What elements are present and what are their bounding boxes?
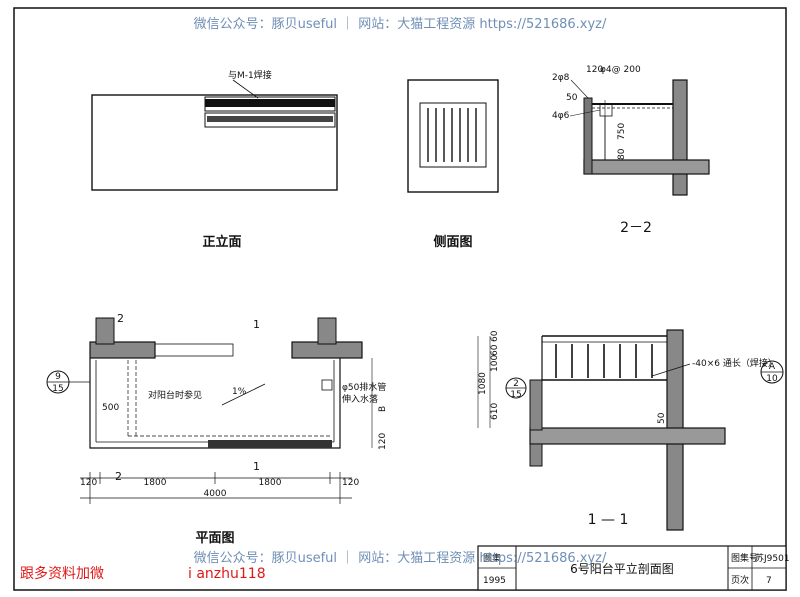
plan-dim-mid1: 1800 xyxy=(144,478,167,488)
plan-drain2: 伸入水落 xyxy=(342,393,378,405)
title-atlas-label: 图集号 xyxy=(731,552,758,564)
sec11-h-c: 60 xyxy=(490,344,500,356)
watermark-bottom: 微信公众号：豚贝useful ｜ 网站：大猫工程资源 https://52168… xyxy=(194,551,607,566)
plan-cut1-top: 1 xyxy=(253,318,260,331)
side-view xyxy=(407,79,499,193)
plan-ref-top: 9 xyxy=(55,372,61,382)
plan-dim-total: 4000 xyxy=(204,489,227,499)
sec22-bar-top: 120 xyxy=(586,65,603,75)
plan-dim-120-side: 120 xyxy=(378,433,388,450)
plan-dim-500: 500 xyxy=(102,403,119,413)
sec11-dim-50: 50 xyxy=(657,412,667,424)
plan-dim-mid2: 1800 xyxy=(259,478,282,488)
plan-ref-bot: 15 xyxy=(52,384,63,394)
side-title: 侧面图 xyxy=(433,234,472,250)
title-year: 1995 xyxy=(483,576,506,586)
sheet-border xyxy=(13,7,787,591)
sec22-h-a: 50 xyxy=(566,93,578,103)
promo-right: i anzhu118 xyxy=(188,566,266,582)
sec22-rebar-top: φ4@ 200 xyxy=(600,65,641,75)
plan-title: 平面图 xyxy=(195,531,234,546)
plan-slope: 1% xyxy=(232,387,247,397)
title-year-label: 图集 xyxy=(483,552,501,564)
plan-cut2-bottom: 2 xyxy=(115,470,122,483)
sec11-h-a: 610 xyxy=(490,403,500,420)
sec11-h-total: 1080 xyxy=(478,372,488,395)
plan-note-a: 对阳台时参见 xyxy=(148,389,202,401)
sec11-ref-a: A xyxy=(769,362,776,372)
title-page-no: 7 xyxy=(766,576,772,586)
plan-dimension-chain: 120 1800 1800 120 4000 xyxy=(80,472,359,504)
sec22-h-c: 80 xyxy=(617,148,627,160)
front-callout: 与M-1焊接 xyxy=(228,69,272,81)
front-elevation: 与M-1焊接 xyxy=(91,69,338,191)
front-title: 正立面 xyxy=(202,234,241,250)
sec11-h-d: 60 xyxy=(490,330,500,342)
plan-view: 1% 对阳台时参见 φ50排水管 伸入水落 500 B 120 2 1 2 1 … xyxy=(46,312,388,483)
sec22-rebar-a: 2φ8 xyxy=(552,73,570,83)
section11-title: 1 — 1 xyxy=(588,512,629,528)
title-page-label: 页次 xyxy=(731,574,749,586)
sec11-h-b: 100 xyxy=(490,355,500,372)
plan-cut2-top: 2 xyxy=(117,312,124,325)
plan-dim-b: B xyxy=(378,406,388,412)
watermark-top: 微信公众号：豚贝useful ｜ 网站：大猫工程资源 https://52168… xyxy=(194,17,607,32)
plan-dim-left: 120 xyxy=(80,478,97,488)
section-2-2: 120 φ4@ 200 2φ8 4φ6 50 750 80 xyxy=(552,65,710,196)
title-main: 6号阳台平立剖面图 xyxy=(570,561,674,576)
sec11-ref-top: 2 xyxy=(513,379,519,389)
section22-title: 2－2 xyxy=(620,220,652,236)
section-1-1: 1080 610 100 60 60 50 2 15 -40×6 通长（焊接） … xyxy=(477,329,784,531)
sec22-h-b: 750 xyxy=(617,123,627,140)
title-atlas-no: 苏J9501 xyxy=(755,552,790,564)
sec22-rebar-b: 4φ6 xyxy=(552,111,570,121)
sec11-ref-bot: 15 xyxy=(510,390,521,400)
sec11-ref-a-bot: 10 xyxy=(766,374,778,384)
title-block: 图集 1995 6号阳台平立剖面图 图集号 苏J9501 页次 7 xyxy=(477,545,790,591)
sec11-note: -40×6 通长（焊接） xyxy=(692,357,777,369)
plan-dim-right: 120 xyxy=(342,478,359,488)
plan-cut1-bottom: 1 xyxy=(253,460,260,473)
plan-drain: φ50排水管 xyxy=(342,381,386,393)
promo-left: 跟多资料加微 xyxy=(20,565,104,582)
